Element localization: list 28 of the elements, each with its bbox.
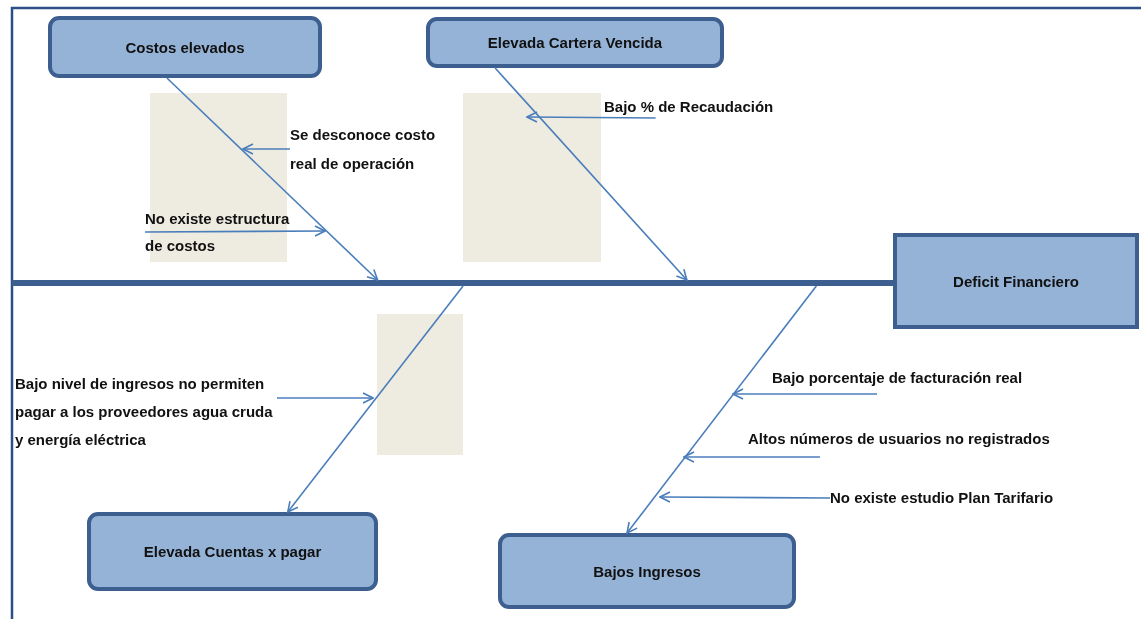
cause-text: Bajo porcentaje de facturación real — [772, 368, 1072, 388]
arrow — [526, 111, 657, 123]
cause-text: No existe estructura de costos — [145, 205, 305, 259]
arrow — [166, 77, 379, 281]
cause-text: Bajo nivel de ingresos no permiten pagar a los proveedores agua cruda y energía eléctrica — [15, 370, 277, 456]
arrow — [626, 285, 818, 534]
arrow — [659, 491, 831, 503]
box-label: Elevada Cartera Vencida — [487, 34, 663, 51]
arrow — [144, 225, 326, 237]
box-label: Costos elevados — [125, 38, 245, 56]
effect-box — [893, 233, 1139, 329]
cause-text: Altos números de usuarios no registrados — [748, 429, 1108, 449]
effect-box — [426, 17, 724, 68]
arrow — [683, 451, 821, 463]
cause-text: Se desconoce costo real de operación — [290, 120, 455, 178]
effect-box — [87, 512, 378, 591]
arrow — [732, 388, 878, 400]
arrow — [494, 67, 688, 281]
effect-box — [498, 533, 796, 609]
box-label: Bajos Ingresos — [593, 562, 701, 580]
box-label: Deficit Financiero — [953, 272, 1079, 290]
cause-text: No existe estudio Plan Tarifario — [830, 487, 1120, 509]
arrow — [287, 285, 464, 513]
cause-text: Bajo % de Recaudación — [604, 96, 819, 118]
arrow — [276, 392, 374, 404]
box-label: Elevada Cuentas x pagar — [143, 543, 322, 560]
arrow — [242, 143, 291, 155]
effect-box — [48, 16, 322, 78]
